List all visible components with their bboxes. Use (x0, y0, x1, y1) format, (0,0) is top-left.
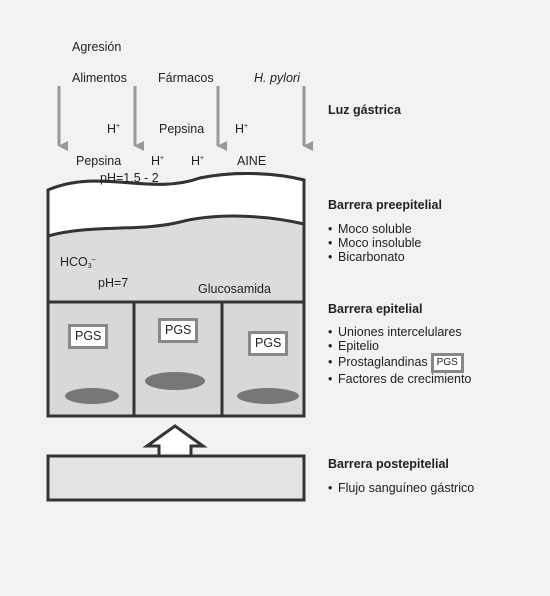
label-h-ion-1: H+ (107, 122, 121, 136)
list-item: •Epitelio (328, 338, 379, 353)
blood-supply-block (46, 454, 306, 502)
cell-nucleus-3 (237, 388, 299, 404)
label-glucosamida: Glucosamida (198, 282, 271, 296)
label-ph-acid: pH=1,5 - 2 (100, 171, 159, 185)
label-pepsina-2: Pepsina (159, 122, 205, 136)
title-barrera-postepitelial: Barrera postepitelial (328, 457, 449, 471)
mucus-layer-upper (46, 172, 306, 238)
cell-pgs-1: PGS (68, 324, 109, 349)
cell-nucleus-2 (145, 372, 205, 390)
title-luz-gastrica: Luz gástrica (328, 103, 401, 117)
list-item: •Factores de crecimiento (328, 372, 472, 386)
label-h-ion-2: H+ (235, 122, 249, 136)
label-farmacos: Fármacos (158, 71, 214, 85)
label-pepsina-1: Pepsina (76, 154, 122, 168)
list-epitelial: •Uniones intercelulares •Epitelio •Prost… (328, 325, 472, 387)
label-ph-neutral: pH=7 (98, 276, 129, 290)
title-barrera-preepitelial: Barrera preepitelial (328, 198, 442, 212)
title-barrera-epitelial: Barrera epitelial (328, 302, 423, 316)
list-item: •Moco soluble (328, 222, 412, 236)
cell-pgs-2: PGS (158, 318, 199, 343)
prostaglandinas-pgs-badge: PGS (430, 353, 464, 373)
list-item: •Uniones intercelulares (328, 325, 462, 339)
label-h-ion-3: H+ (151, 154, 165, 168)
label-alimentos: Alimentos (72, 71, 127, 85)
list-item: •Flujo sanguíneo gástrico (328, 481, 475, 495)
label-hpylori: H. pylori (254, 71, 300, 85)
list-preepitelial: •Moco soluble •Moco insoluble •Bicarbona… (328, 222, 421, 264)
label-hco3: HCO3– (60, 255, 96, 270)
cell-nucleus-1 (65, 388, 119, 404)
blood-flow-arrow (142, 424, 208, 456)
list-item: •Bicarbonato (328, 250, 405, 264)
list-postepitelial: •Flujo sanguíneo gástrico (328, 481, 474, 495)
label-aine: AINE (237, 154, 267, 168)
cell-pgs-3: PGS (248, 331, 289, 356)
list-item: •Moco insoluble (328, 236, 422, 250)
label-h-ion-4: H+ (191, 154, 205, 168)
label-agresion: Agresión (72, 40, 122, 54)
